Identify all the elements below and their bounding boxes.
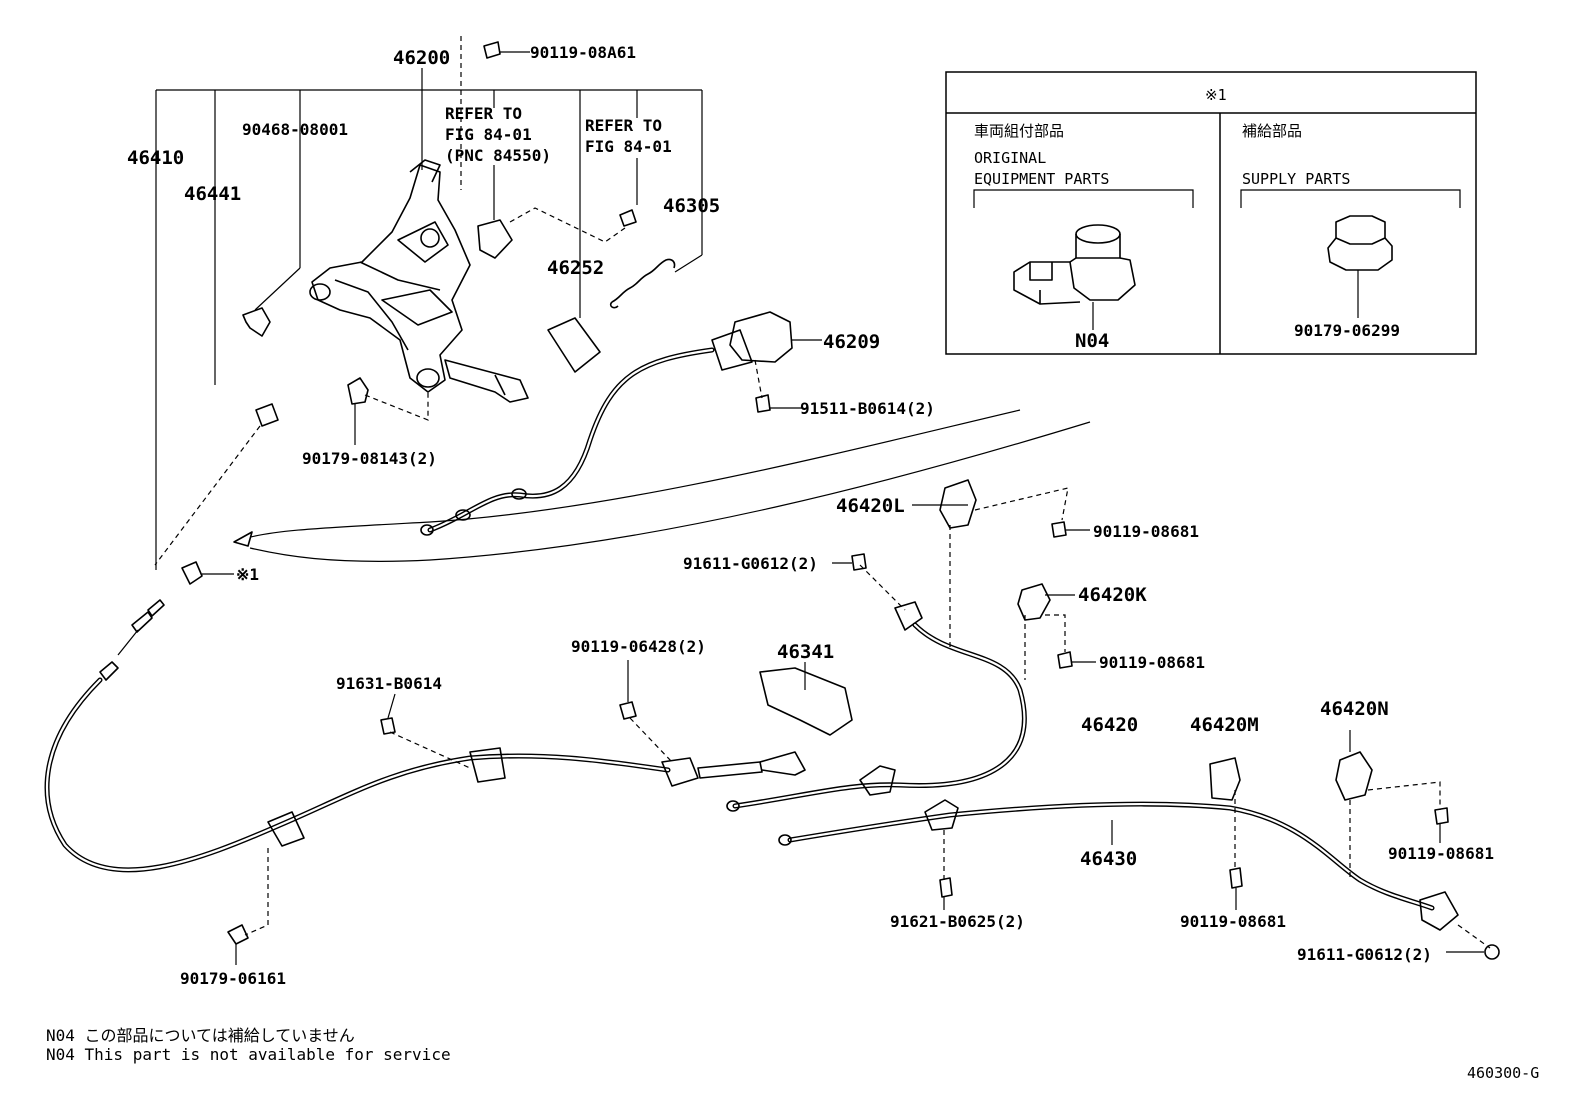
legend-right-en: SUPPLY PARTS — [1242, 170, 1350, 188]
label-90468-08001: 90468-08001 — [242, 120, 348, 139]
top-leader-lines — [155, 36, 703, 570]
label-46200: 46200 — [393, 47, 450, 69]
label-46305: 46305 — [663, 195, 720, 217]
legend-supply-part-drawing — [1327, 215, 1393, 271]
release-handle-46209 — [420, 311, 822, 536]
label-46420: 46420 — [1081, 714, 1138, 736]
switch-refer-part — [477, 207, 637, 259]
front-cable-46410 — [44, 599, 806, 945]
label-46410: 46410 — [127, 147, 184, 169]
bracket-46420N — [1335, 730, 1449, 878]
rear-cable-left-46420 — [726, 525, 1027, 812]
label-91621-B0625: 91621-B0625(2) — [890, 912, 1025, 931]
label-90179-06161: 90179-06161 — [180, 969, 286, 988]
label-46441: 46441 — [184, 183, 241, 205]
label-refer2-line2: FIG 84-01 — [585, 137, 672, 156]
label-46420L: 46420L — [836, 495, 905, 517]
rear-cable-right-46430 — [778, 799, 1500, 960]
label-refer1-line1: REFER TO — [445, 104, 522, 123]
bracket-46420L — [939, 479, 1069, 538]
label-leaders — [235, 404, 1484, 965]
legend-header: ※1 — [1205, 86, 1227, 104]
legend-left-code: N04 — [1075, 330, 1109, 352]
note-en: N04 This part is not available for servi… — [46, 1045, 451, 1064]
legend-box: ※1 車両組付部品 ORIGINAL EQUIPMENT PARTS 補給部品 … — [945, 71, 1477, 355]
label-refer2-line1: REFER TO — [585, 116, 662, 135]
label-46420N: 46420N — [1320, 698, 1389, 720]
label-46420K: 46420K — [1078, 584, 1147, 606]
equalizer-46341 — [759, 667, 853, 736]
bushing-46441 — [154, 403, 279, 566]
spring-46305 — [609, 258, 676, 309]
marker-1-part — [181, 561, 234, 585]
legend-left-jp: 車両組付部品 — [974, 122, 1064, 140]
label-90119-08681-c: 90119-08681 — [1388, 844, 1494, 863]
label-refer1-line2: FIG 84-01 — [445, 125, 532, 144]
label-46420M: 46420M — [1190, 714, 1259, 736]
figure-id: 460300-G — [1467, 1064, 1540, 1082]
label-90119-08681-b: 90119-08681 — [1099, 653, 1205, 672]
label-91511-B0614: 91511-B0614(2) — [800, 399, 935, 418]
legend-original-part-drawing — [1013, 224, 1136, 305]
label-46341: 46341 — [777, 641, 834, 663]
label-90119-08681-a: 90119-08681 — [1093, 522, 1199, 541]
legend-right-code: 90179-06299 — [1294, 321, 1400, 340]
label-46209: 46209 — [823, 331, 880, 353]
body-outline — [233, 409, 1091, 562]
clip-90468-08001 — [242, 307, 271, 337]
label-marker-1: ※1 — [236, 565, 259, 584]
bracket-46420K — [1017, 583, 1073, 669]
label-91631-B0614: 91631-B0614 — [336, 674, 442, 693]
label-91611-G0612-a: 91611-G0612(2) — [683, 554, 818, 573]
legend-left-en2: EQUIPMENT PARTS — [974, 170, 1109, 188]
pedal-pad-46252 — [547, 317, 601, 373]
label-90119-08681-d: 90119-08681 — [1180, 912, 1286, 931]
label-46430: 46430 — [1080, 848, 1137, 870]
bolt-90119-08A61 — [483, 41, 530, 59]
label-46252: 46252 — [547, 257, 604, 279]
label-90119-08A61: 90119-08A61 — [530, 43, 636, 62]
parking-brake-pedal-assembly — [309, 159, 529, 403]
label-refer1-line3: (PNC 84550) — [445, 146, 551, 165]
label-90179-08143: 90179-08143(2) — [302, 449, 437, 468]
label-91611-G0612-b: 91611-G0612(2) — [1297, 945, 1432, 964]
note-jp: N04 この部品については補給していません — [46, 1026, 355, 1045]
legend-left-en1: ORIGINAL — [974, 149, 1046, 167]
bracket-46420M — [1209, 757, 1243, 889]
cushion-90179-08143 — [347, 377, 429, 421]
legend-right-jp: 補給部品 — [1242, 122, 1302, 140]
label-90119-06428: 90119-06428(2) — [571, 637, 706, 656]
